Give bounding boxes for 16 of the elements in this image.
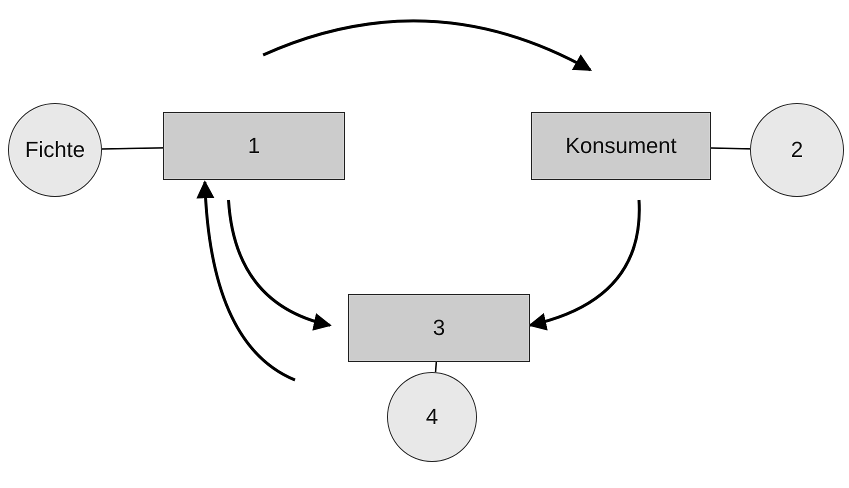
node-label: 1 — [248, 133, 260, 159]
node-label: Konsument — [565, 133, 677, 159]
process-box — [531, 112, 711, 180]
curved-arrow — [262, 20, 592, 72]
node-label: 3 — [432, 315, 446, 341]
connector-line — [434, 362, 438, 372]
curved-arrow — [227, 200, 332, 330]
curved-arrow — [196, 180, 296, 382]
process-box — [163, 112, 345, 180]
connector-line — [710, 147, 750, 150]
node-label: 4 — [426, 404, 438, 430]
process-box — [348, 294, 530, 362]
node-label: Fichte — [25, 137, 85, 163]
curved-arrow — [528, 200, 641, 330]
connector-line — [102, 147, 164, 150]
node-label: 2 — [790, 137, 804, 163]
